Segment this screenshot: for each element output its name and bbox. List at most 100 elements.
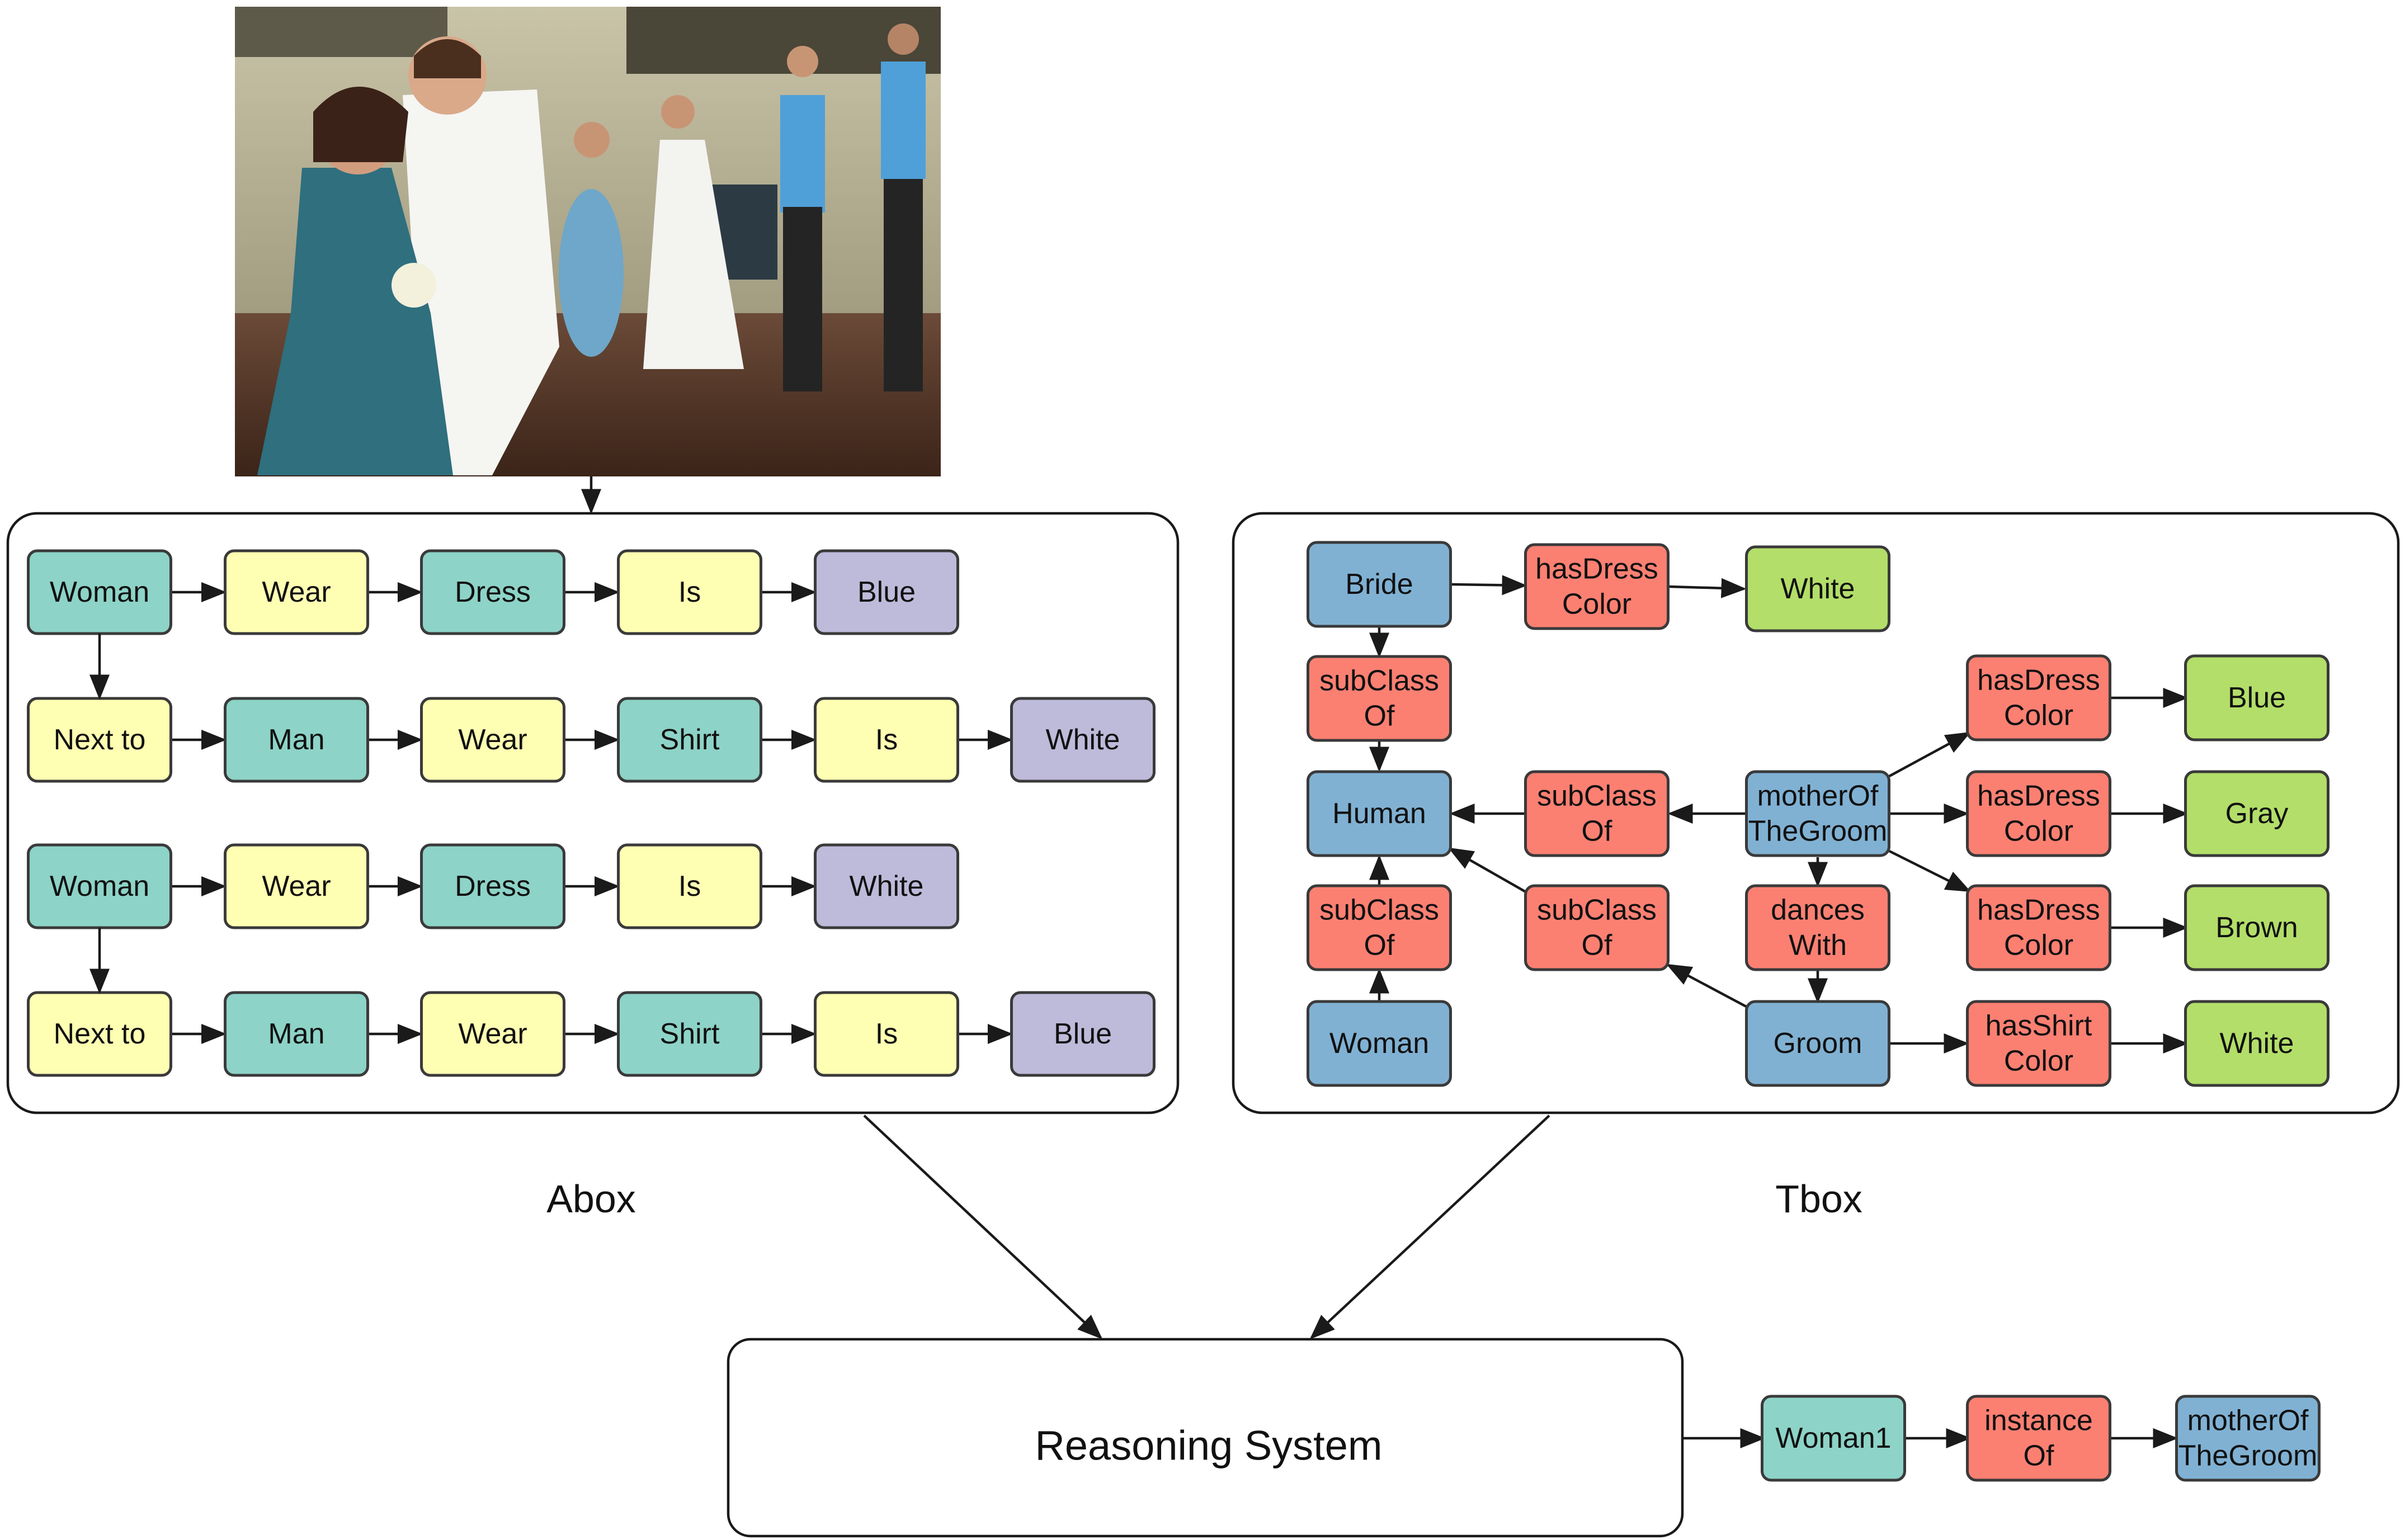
tbox-node-woman-box: [1307, 1000, 1452, 1087]
tbox-node-hasdress-top-label: Color: [1562, 588, 1631, 621]
abox-node-box: [420, 697, 565, 783]
abox-node-box: [1010, 991, 1156, 1077]
abox-node-blue: Blue: [814, 549, 959, 635]
abox-node-box: [617, 843, 762, 929]
abox-label: Abox: [546, 1177, 636, 1221]
tbox-node-white-bottom-label: White: [2220, 1027, 2294, 1060]
abox-node-box: [814, 697, 959, 783]
abox-node-box: [1010, 697, 1156, 783]
tbox-node-hasdress1-label: Color: [2004, 700, 2073, 732]
edge-groom-subclassof: [1666, 963, 1747, 1008]
tbox-node-subclass3-box: [1307, 884, 1452, 971]
tbox-node-hasdress1-label: hasDress: [1977, 664, 2100, 697]
abox-node-next-to: Next to: [27, 697, 172, 783]
output-node-woman1: Woman1: [1761, 1395, 1906, 1482]
tbox-node-subclass3-label: Of: [1364, 929, 1395, 962]
tbox-node-dances-box: [1745, 884, 1890, 971]
abox-node-box: [814, 549, 959, 635]
tbox-label: Tbox: [1775, 1177, 1862, 1221]
tbox-node-woman: Woman: [1307, 1000, 1452, 1087]
abox-node-box: [224, 549, 369, 635]
tbox-node-white-top-box: [1745, 545, 1890, 632]
abox-node-woman: Woman: [27, 843, 172, 929]
abox-node-box: [814, 991, 959, 1077]
abox-node-box: [420, 843, 565, 929]
tbox-edges: [1369, 575, 2189, 1054]
tbox-node-hasshirt-label: Color: [2004, 1045, 2073, 1078]
abox-node-dress: Dress: [420, 549, 565, 635]
abox-node-label: Wear: [262, 576, 331, 608]
abox-to-reasoning-arrow: [863, 1114, 1103, 1340]
abox-node-dress: Dress: [420, 843, 565, 929]
tbox-node-hasshirt-label: hasShirt: [1986, 1010, 2092, 1042]
tbox-to-reasoning-arrow: [1309, 1114, 1550, 1340]
abox-node-label: White: [850, 870, 924, 903]
abox-node-wear: Wear: [224, 843, 369, 929]
tbox-node-human-box: [1307, 770, 1452, 857]
output-node-instanceof-label: instance: [1984, 1405, 2093, 1437]
output-node-motherofthegroom-box: [2175, 1395, 2321, 1482]
tbox-node-hasdress3-box: [1966, 884, 2111, 971]
edge-subclassof-human-diag: [1448, 847, 1527, 893]
tbox-node-hasdress3-label: hasDress: [1977, 894, 2100, 927]
abox-node-label: Wear: [262, 870, 331, 903]
abox-node-label: Is: [875, 724, 898, 756]
abox-node-box: [420, 991, 565, 1077]
tbox-node-hasdress-top-box: [1524, 543, 1670, 630]
tbox-node-brown-label: Brown: [2215, 911, 2298, 944]
output-node-motherofthegroom-label: motherOf: [2187, 1405, 2309, 1437]
tbox-node-dances-label: dances: [1771, 894, 1865, 927]
tbox-node-hasshirt-box: [1966, 1000, 2111, 1087]
tbox-node-brown-box: [2184, 884, 2329, 971]
tbox-node-subclass4-label: Of: [1582, 929, 1612, 962]
abox-node-white: White: [814, 843, 959, 929]
tbox-node-brown: Brown: [2184, 884, 2329, 971]
tbox-node-bride-box: [1307, 541, 1452, 628]
tbox-node-hasdress1-box: [1966, 654, 2111, 741]
abox-node-label: White: [1046, 724, 1120, 756]
abox-node-white: White: [1010, 697, 1156, 783]
tbox-node-subclass2-box: [1524, 770, 1670, 857]
abox-node-box: [420, 549, 565, 635]
tbox-node-hasdress2-box: [1966, 770, 2111, 857]
abox-node-woman: Woman: [27, 549, 172, 635]
tbox-node-white-top-label: White: [1781, 573, 1855, 605]
tbox-node-blue-label: Blue: [2228, 682, 2286, 714]
abox-node-shirt: Shirt: [617, 697, 762, 783]
tbox-node-hasdress-top-label: hasDress: [1535, 553, 1658, 585]
abox-node-label: Next to: [54, 1018, 146, 1050]
abox-node-is: Is: [617, 549, 762, 635]
tbox-node-white-top: White: [1745, 545, 1890, 632]
tbox-node-subclass1-box: [1307, 655, 1452, 742]
abox-node-label: Man: [268, 724, 324, 756]
abox-node-box: [617, 991, 762, 1077]
abox-node-label: Woman: [50, 870, 149, 903]
tbox-node-subclass3-label: subClass: [1319, 894, 1439, 927]
tbox-node-hasdress2-label: Color: [2004, 815, 2073, 848]
abox-node-label: Is: [875, 1018, 898, 1050]
output-node-instanceof-label: Of: [2024, 1440, 2054, 1472]
abox-node-is: Is: [814, 991, 959, 1077]
abox-node-box: [224, 697, 369, 783]
edge-hasdresscolor-white: [1668, 578, 1747, 598]
tbox-node-gray-label: Gray: [2225, 797, 2289, 830]
reasoning-system-label: Reasoning System: [1035, 1423, 1382, 1469]
edge-bride-hasdresscolor: [1450, 575, 1527, 596]
tbox-node-human: Human: [1307, 770, 1452, 857]
abox-node-man: Man: [224, 991, 369, 1077]
abox-node-label: Wear: [458, 1018, 527, 1050]
